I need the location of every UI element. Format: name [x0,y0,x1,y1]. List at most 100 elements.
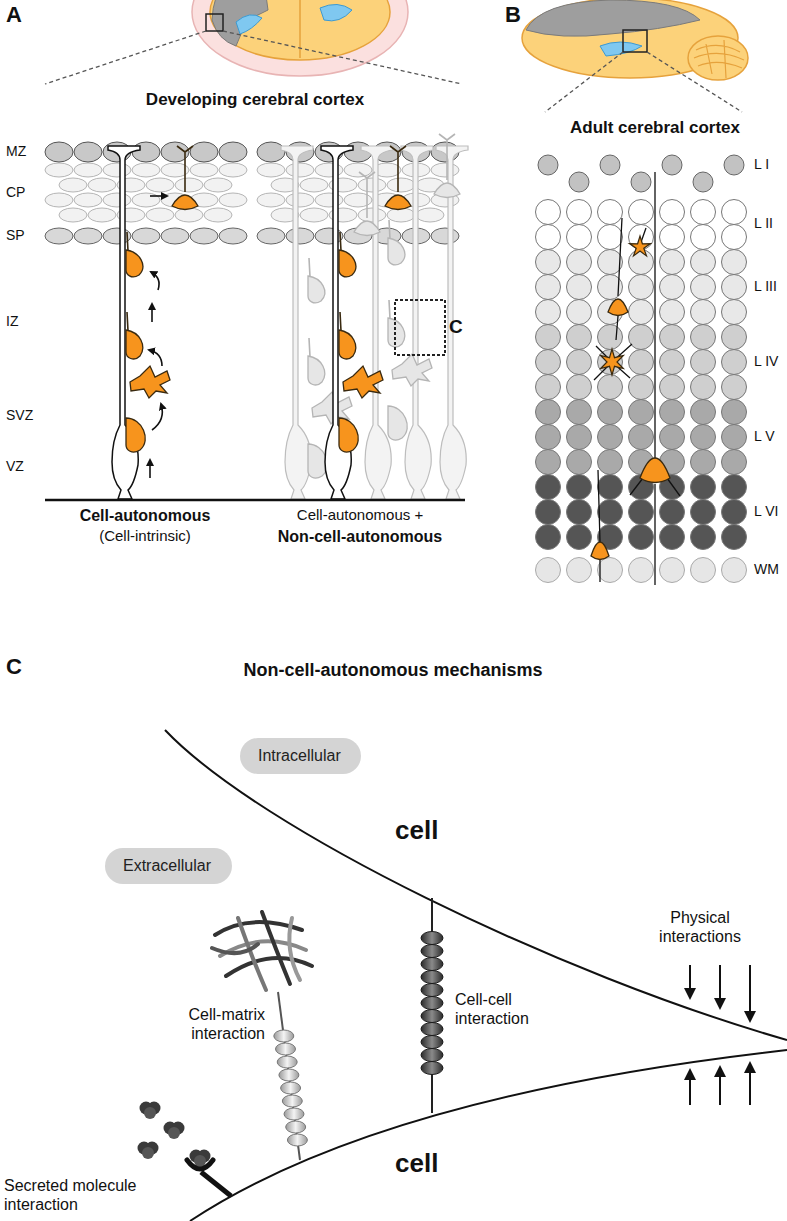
layer-cell [536,275,561,300]
integrin-domain [284,1108,304,1120]
panel-caption: Cell-autonomous + [260,506,460,524]
migration-arrow [151,304,153,322]
migrating-neuron [385,195,411,210]
panel-heading: Adult cerebral cortex [555,118,755,138]
layer-name: VZ [6,458,24,475]
zoom-line [545,52,623,112]
cell-membrane [165,730,787,1040]
layer-cell [722,275,747,300]
neuron [591,542,609,560]
layer-cell [660,325,685,350]
marginal-zone-cell [257,142,285,162]
layer-cell [598,350,623,375]
layer-cell [536,500,561,525]
layer-cell [660,500,685,525]
force-arrow [689,965,691,997]
cortical-plate-cell [300,178,328,192]
background-radial-glia [436,146,468,499]
layer-cell [691,275,716,300]
sagittal-brain-icon [522,0,748,112]
force-arrow [719,1068,721,1105]
neurite [309,172,375,357]
layer-name: IZ [6,313,18,330]
migrating-neuron [392,354,432,386]
layer-cell [629,250,654,275]
layer-one-cell [662,155,682,175]
integrin-domain [286,1121,306,1133]
layer-cell [567,450,592,475]
migrating-neuron [339,330,356,359]
layer-cell [629,425,654,450]
migrating-neuron [388,318,405,347]
neurite [340,146,406,331]
layer-cell [536,450,561,475]
layer-name: L III [754,278,777,295]
layer-cell [660,400,685,425]
layer-cell [629,525,654,550]
zoom-box [623,30,647,52]
cell-membrane [190,1050,787,1221]
migrating-neuron [126,330,143,359]
layer-cell [722,200,747,225]
migration-arrow [150,195,167,197]
layer-cell [660,200,685,225]
layer-cell [629,558,654,583]
layer-cell [567,425,592,450]
neurite [127,146,193,331]
cortical-plate-cell [146,178,174,192]
cortical-plate-cell [387,178,415,192]
cell-label: cell [395,815,438,846]
adhesion-domain [421,1036,443,1049]
layer-cell [660,225,685,250]
layer-cell [722,300,747,325]
cortical-plate-cell [103,193,131,207]
layer-cell [722,225,747,250]
layer-name: L IV [754,353,778,370]
zoom-box [206,14,223,31]
layer-cell [722,375,747,400]
zoom-line [223,31,462,84]
layer-cell [660,275,685,300]
layer-cell [660,300,685,325]
layer-cell [660,558,685,583]
cortical-plate-cell [257,163,285,177]
panel-caption: Cell-autonomous [55,506,235,525]
layer-cell [629,325,654,350]
layer-cell [660,425,685,450]
cortical-plate-cell [387,208,415,222]
migrating-neuron [172,195,198,210]
adhesion-domain [421,984,443,997]
layer-cell [567,375,592,400]
migrating-neuron [126,418,145,452]
matrix-fiber [226,958,312,976]
layer-one-cell [724,155,744,175]
layer-cell [536,558,561,583]
migrating-neuron [339,418,358,452]
subplate-cell [315,228,343,244]
cell-interface [138,730,787,1221]
layer-cell [629,500,654,525]
cortical-plate-cell [315,163,343,177]
migrating-neuron [339,250,356,277]
secreted-molecule [142,1147,154,1159]
cortical-layers [45,142,247,244]
force-arrow [719,965,721,1007]
adhesion-domain [421,945,443,958]
layer-cell [691,475,716,500]
subplate-cell [286,228,314,244]
mechanism-label: Physical interactions [630,908,770,946]
secreted-molecule [194,1155,206,1167]
cortical-plate-cell [204,178,232,192]
layer-cell [722,325,747,350]
layer-cell [722,500,747,525]
mechanism-label: Cell-matrix interaction [140,1005,265,1043]
region-pill: Intracellular [240,738,361,774]
cortical-plate-cell [88,208,116,222]
layer-cell [629,400,654,425]
layer-cell [536,225,561,250]
panel-letter: A [6,2,22,28]
coronal-brain-icon [45,0,462,84]
layer-name: L VI [754,503,778,520]
cortical-plate-cell [88,178,116,192]
